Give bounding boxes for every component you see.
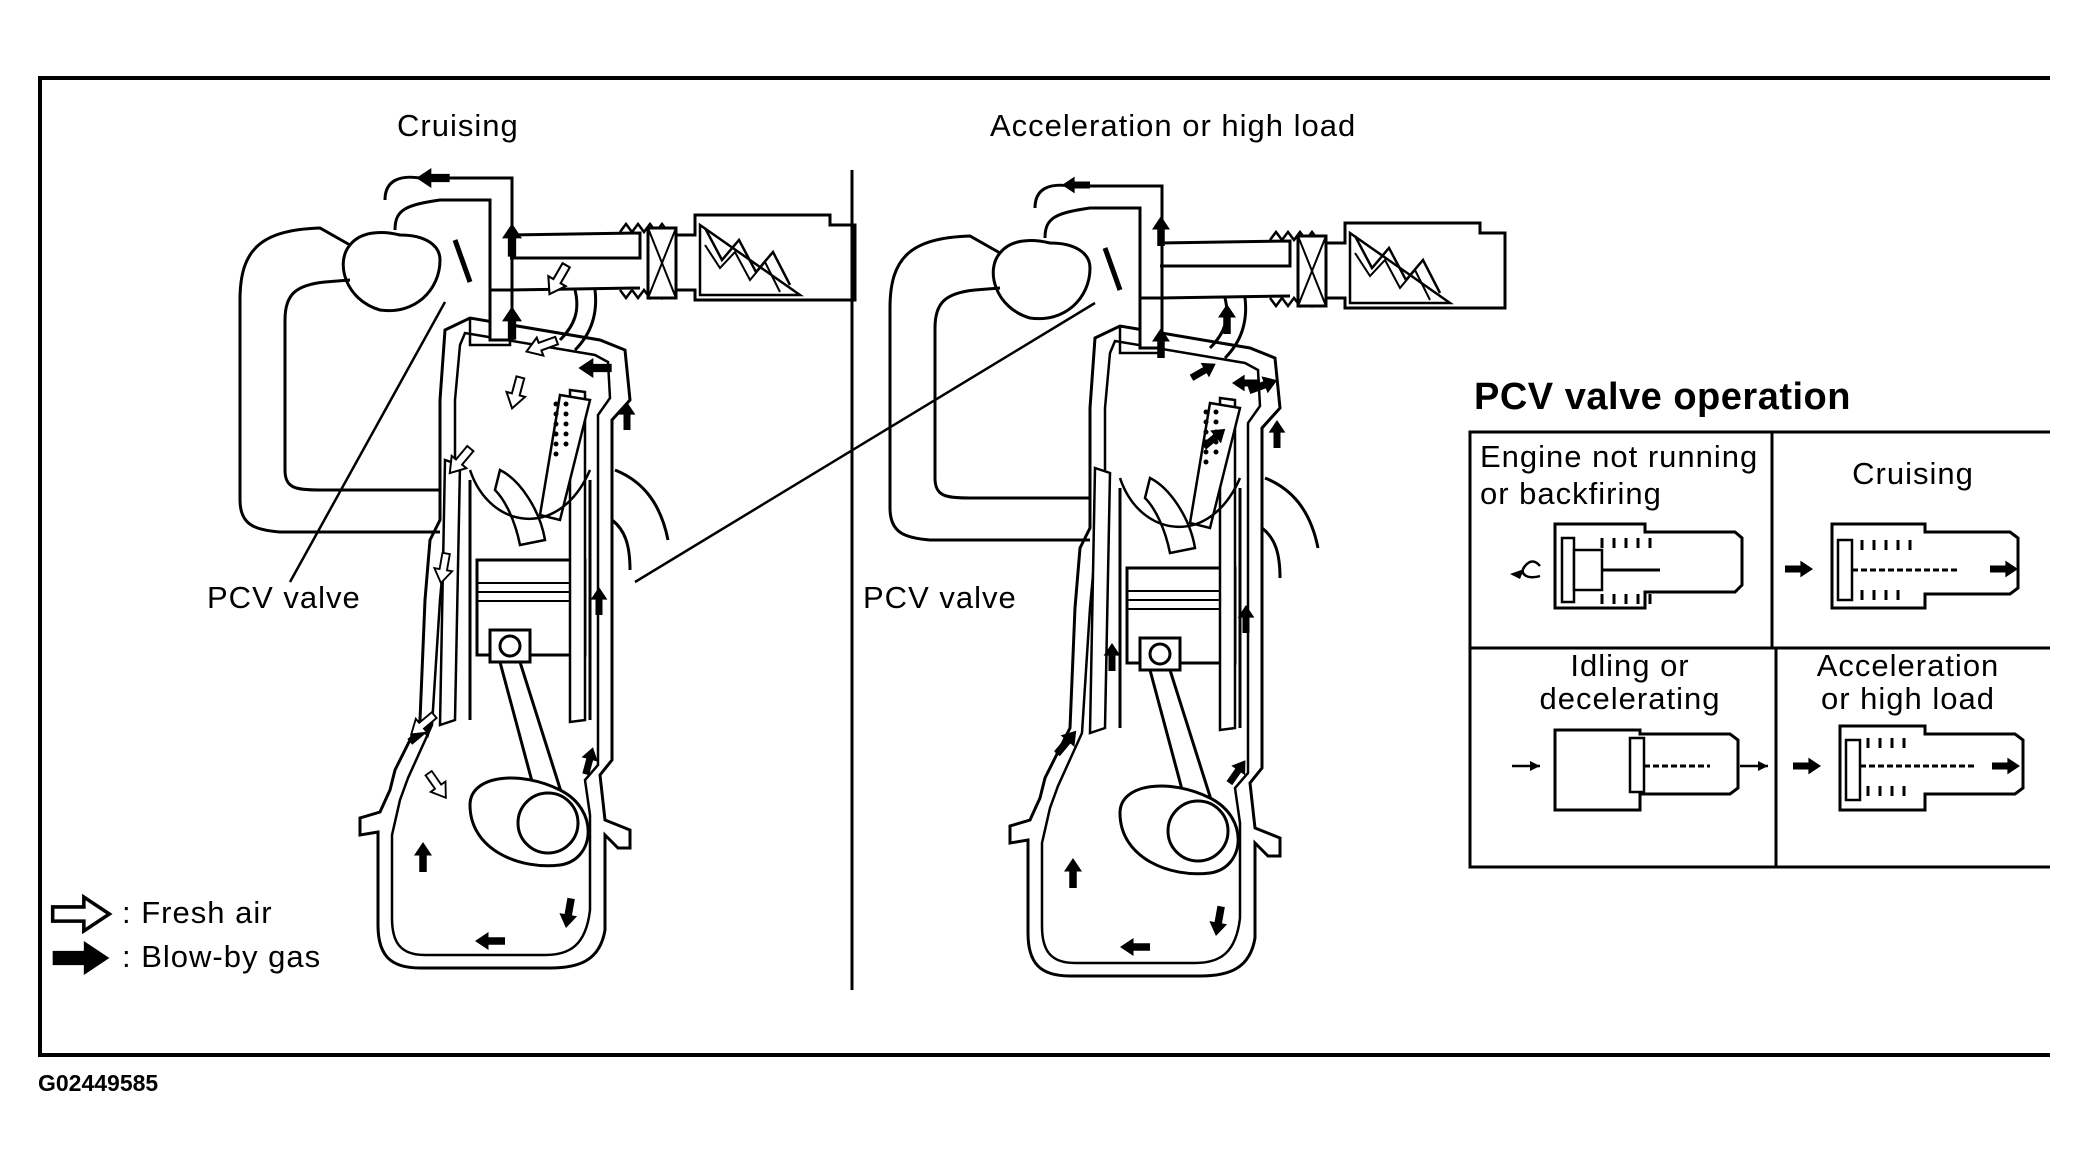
valve-idling-drawing <box>1512 728 1768 812</box>
blowby-legend-arrow <box>52 941 110 975</box>
valve-acceleration-drawing <box>1793 724 2025 812</box>
acceleration-panel-title: Acceleration or high load <box>990 108 1357 143</box>
valve-not-running-drawing <box>1510 522 1744 610</box>
cell-cruising-label: Cruising <box>1852 456 1974 491</box>
pcv-valve-label-left: PCV valve <box>207 580 361 615</box>
figure-code: G02449585 <box>38 1070 159 1096</box>
cell-acceleration-label: Acceleration or high load <box>1816 648 2000 716</box>
cruising-panel-title: Cruising <box>397 108 519 143</box>
pcv-operation-heading: PCV valve operation <box>1474 376 1851 418</box>
pcv-valve-label-right: PCV valve <box>863 580 1017 615</box>
fresh-air-legend-arrow <box>50 895 112 933</box>
valve-cruising-drawing <box>1785 522 2020 610</box>
cell-idling-label: Idling or decelerating <box>1539 648 1721 716</box>
engine-cruising-drawing <box>240 168 855 968</box>
blowby-legend-label: : Blow-by gas <box>122 939 322 974</box>
pcv-operation-table <box>1468 430 2050 869</box>
cell-not-running-label: Engine not running or backfiring <box>1480 439 1759 512</box>
engine-acceleration-drawing <box>634 176 1505 976</box>
fresh-air-legend-label: : Fresh air <box>122 895 273 930</box>
